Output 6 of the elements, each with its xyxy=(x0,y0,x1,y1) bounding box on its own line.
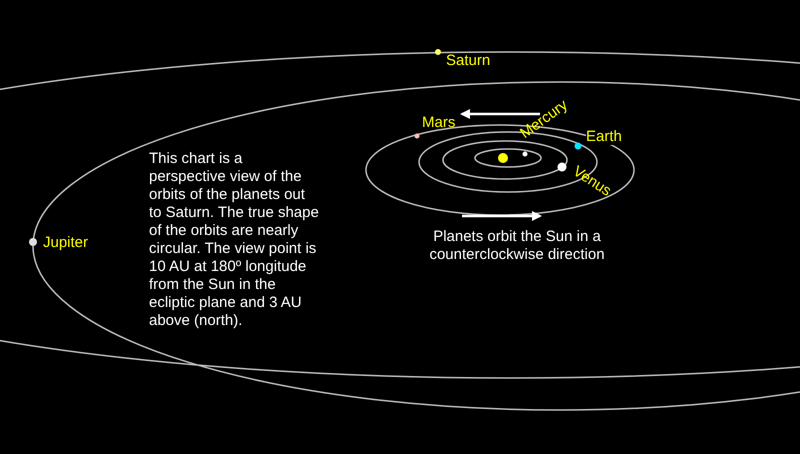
description-text: This chart is a perspective view of the orbits of the planets out to Saturn. The true shape of the orbits are nearly circular. The view point is 10 AU at 180º longitude from the Sun in the ecliptic plane and 3 AU above (north). xyxy=(149,150,320,330)
planet-name: Saturn xyxy=(446,52,490,69)
planet-name: Jupiter xyxy=(43,234,88,251)
planet-name: Mars xyxy=(422,114,456,131)
note-text: Planets orbit the Sun in a counterclockwise direction xyxy=(428,228,606,264)
planet-name: Earth xyxy=(586,128,622,145)
